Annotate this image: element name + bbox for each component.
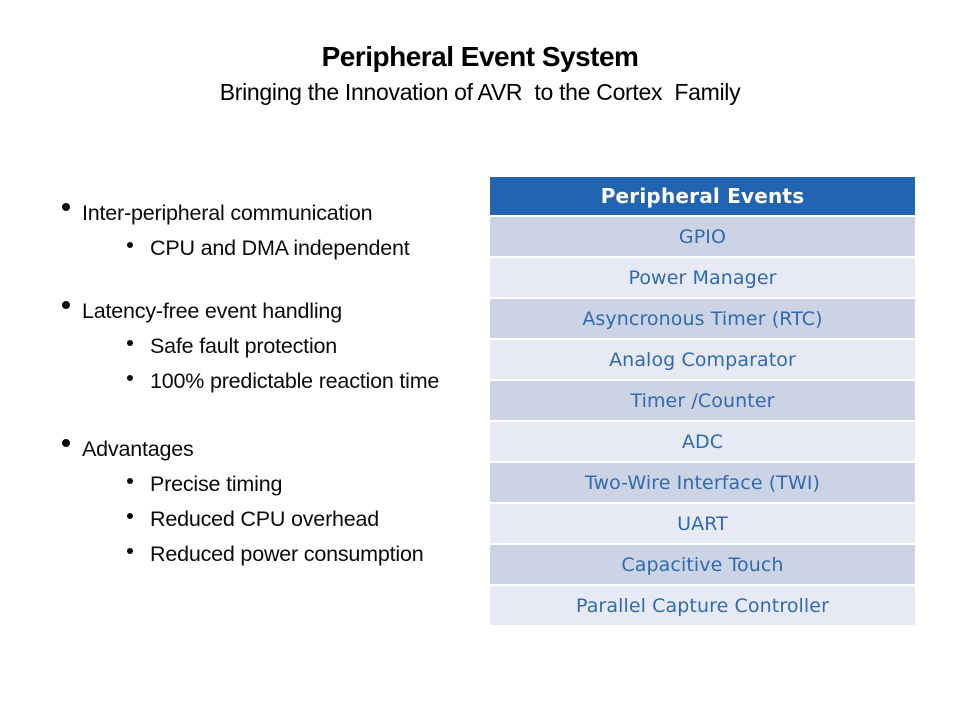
sub-bullet-icon: [127, 548, 133, 554]
table-cell: UART: [677, 512, 728, 535]
sub-bullet-item: Reduced power consumption: [55, 537, 495, 572]
table-row: UART: [490, 504, 915, 545]
sub-bullet-item: Precise timing: [55, 467, 495, 502]
table-cell: Capacitive Touch: [621, 553, 784, 576]
table-cell: Parallel Capture Controller: [575, 594, 829, 617]
bullet-icon: [62, 203, 70, 211]
bullet-list: Inter-peripheral communication CPU and D…: [55, 196, 495, 572]
table-header-label: Peripheral Events: [600, 184, 805, 208]
bullet-label: Latency-free event handling: [82, 299, 342, 323]
sub-bullet-item: 100% predictable reaction time: [55, 364, 495, 399]
sub-bullet-icon: [127, 478, 133, 484]
sub-bullet-item: Reduced CPU overhead: [55, 502, 495, 537]
table-cell: Analog Comparator: [609, 348, 796, 371]
sub-bullet-item: CPU and DMA independent: [55, 231, 495, 266]
bullet-icon: [62, 301, 70, 309]
bullet-item: Latency-free event handling: [55, 294, 495, 329]
table-row: Timer /Counter: [490, 381, 915, 422]
sub-bullet-label: 100% predictable reaction time: [150, 369, 440, 393]
sub-bullet-label: Precise timing: [150, 472, 283, 496]
sub-bullet-label: Reduced power consumption: [150, 542, 424, 566]
table-cell: Asyncronous Timer (RTC): [582, 307, 823, 330]
bullet-icon: [62, 439, 70, 447]
table-cell: Timer /Counter: [630, 389, 775, 412]
table-row: GPIO: [490, 217, 915, 258]
table-row: Capacitive Touch: [490, 545, 915, 586]
bullet-label: Advantages: [82, 437, 194, 461]
sub-bullet-label: Safe fault protection: [150, 334, 338, 358]
bullet-item: Advantages: [55, 432, 495, 467]
table-row: Parallel Capture Controller: [490, 586, 915, 627]
table-cell: Two-Wire Interface (TWI): [584, 471, 821, 494]
sub-bullet-icon: [127, 375, 133, 381]
sub-bullet-icon: [127, 340, 133, 346]
peripheral-events-table: Peripheral Events GPIO Power Manager Asy…: [490, 177, 915, 627]
table-row: Analog Comparator: [490, 340, 915, 381]
table-cell: Power Manager: [628, 266, 777, 289]
table-row: Two-Wire Interface (TWI): [490, 463, 915, 504]
sub-bullet-label: Reduced CPU overhead: [150, 507, 380, 531]
table-header: Peripheral Events: [490, 177, 915, 217]
sub-bullet-label: CPU and DMA independent: [150, 236, 410, 260]
table-row: ADC: [490, 422, 915, 463]
slide-title: Peripheral Event System: [321, 41, 639, 72]
sub-bullet-icon: [127, 513, 133, 519]
slide-subtitle: Bringing the Innovation of AVR to the Co…: [219, 79, 741, 105]
bullet-label: Inter-peripheral communication: [82, 201, 373, 225]
table-row: Power Manager: [490, 258, 915, 299]
sub-bullet-item: Safe fault protection: [55, 329, 495, 364]
table-cell: ADC: [681, 430, 724, 453]
bullet-item: Inter-peripheral communication: [55, 196, 495, 231]
sub-bullet-icon: [127, 242, 133, 248]
table-row: Asyncronous Timer (RTC): [490, 299, 915, 340]
table-cell: GPIO: [678, 225, 727, 248]
